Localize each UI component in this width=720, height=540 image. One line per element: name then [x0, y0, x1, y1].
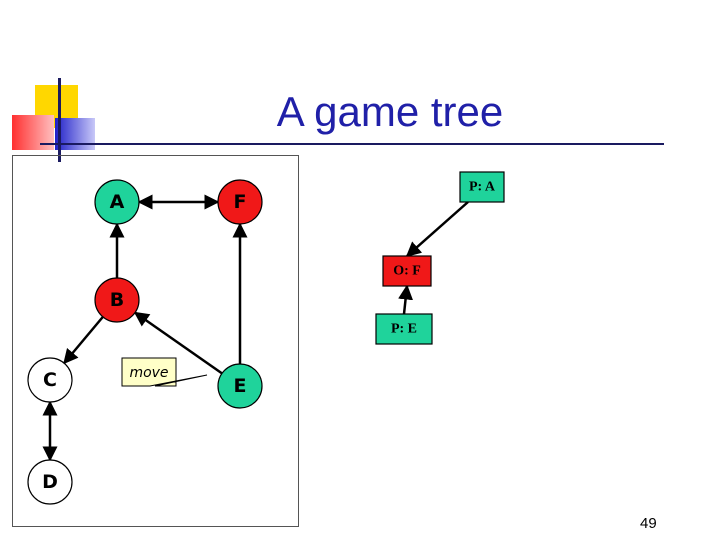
tree-node-pa [459, 171, 505, 203]
deco-horizontal-line [40, 143, 664, 145]
node-d-label: D [42, 471, 58, 493]
tree-node-pe [375, 313, 433, 345]
move-callout-text: move [129, 365, 168, 381]
edge-b-c [63, 316, 104, 365]
move-callout-shape [121, 357, 208, 387]
node-e-label: E [234, 375, 247, 397]
deco-vertical-line [58, 78, 61, 162]
node-f [217, 179, 263, 225]
node-b [94, 277, 140, 323]
node-b-label: B [110, 289, 124, 311]
tree-node-pe-label: P: E [391, 322, 417, 337]
tree-node-of-label: O: F [393, 264, 421, 279]
node-c-label: C [43, 369, 57, 391]
page-number: 49 [640, 515, 657, 532]
node-e [217, 363, 263, 409]
edge-e-b [133, 311, 223, 375]
node-f-label: F [234, 191, 247, 213]
diagram-frame [12, 155, 299, 527]
node-c [27, 357, 73, 403]
node-d [27, 459, 73, 505]
tree-node-of [382, 255, 432, 287]
node-a-label: A [110, 191, 125, 213]
slide-title: A game tree [276, 88, 504, 135]
node-a [94, 179, 140, 225]
tree-edge-pa-of [405, 201, 469, 257]
tree-edge-pe-of [398, 284, 414, 315]
tree-node-pa-label: P: A [469, 180, 496, 195]
